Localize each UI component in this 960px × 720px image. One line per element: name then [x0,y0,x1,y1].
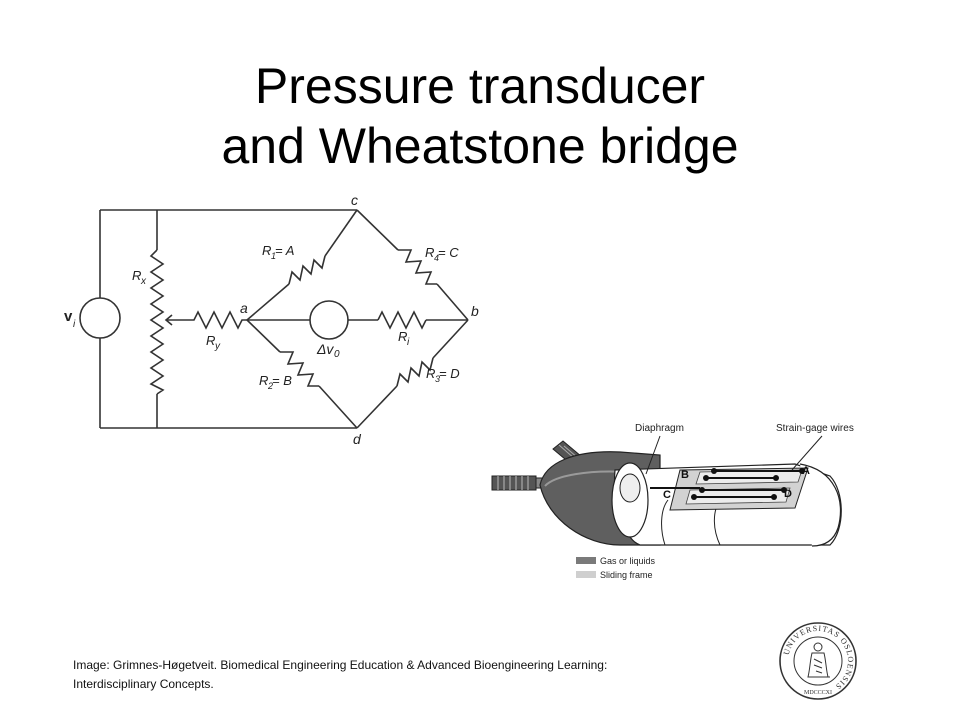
svg-text:R: R [206,333,215,348]
legend-swatch-frame [576,571,596,578]
diaphragm [619,473,641,503]
svg-text:3: 3 [435,374,440,384]
slide-title: Pressure transducer and Wheatstone bridg… [0,56,960,176]
svg-text:4: 4 [434,253,439,263]
seal-figure-icon [807,642,830,678]
ri-label: R i [398,329,410,348]
cylinder-end-cap [799,463,842,547]
legend: Gas or liquids Sliding frame [576,556,656,580]
arm-c-to-r4 [356,209,399,251]
svg-text:i: i [73,319,76,330]
svg-text:0: 0 [334,349,340,360]
r4-resistor [398,249,437,285]
svg-text:2: 2 [267,381,273,391]
title-line-1: Pressure transducer [254,57,706,114]
arm-r2-to-d [318,385,358,429]
svg-text:= D: = D [439,366,460,381]
voltmeter-circle [309,300,349,340]
r3-label: R 3 = D [426,366,460,384]
r4-label: R 4 = C [425,245,459,263]
arm-a-to-r2 [246,319,281,353]
svg-text:x: x [140,276,147,287]
r1-resistor [288,255,326,285]
gauge-a-label: A [802,465,810,477]
gauge-d-label: D [784,488,792,500]
svg-text:R: R [259,373,268,388]
svg-text:R: R [425,245,434,260]
wiper-arrow [164,314,178,326]
ry-label: R y [206,333,221,352]
title-line-2: and Wheatstone bridge [221,117,739,174]
svg-text:R: R [262,243,271,258]
svg-text:R: R [132,268,141,283]
caption-line-1: Image: Grimnes-Høgetveit. Biomedical Eng… [73,658,608,672]
svg-text:= C: = C [438,245,459,260]
svg-text:Δv: Δv [316,341,334,357]
strain-gage-wires-label: Strain-gage wires [776,423,854,434]
legend-gas-label: Gas or liquids [600,556,656,566]
rx-resistor [149,249,165,395]
arm-a-to-r1 [246,283,290,321]
r1-label: R 1 = A [262,243,294,261]
svg-text:R: R [398,329,407,344]
svg-text:R: R [426,366,435,381]
meter-label: Δv 0 [316,341,340,360]
gauge-c-label: C [663,489,671,501]
svg-text:= A: = A [275,243,294,258]
gauge-b-label: B [681,469,689,481]
node-a-label: a [240,300,248,316]
svg-text:v: v [64,308,73,325]
diaphragm-label: Diaphragm [635,423,684,434]
voltage-source-circle [79,297,121,339]
rx-label: R x [132,268,147,287]
svg-text:i: i [407,337,410,348]
r2-resistor [280,351,319,387]
strain-gage-wires [650,470,802,498]
node-c-label: c [351,192,358,208]
arm-d-to-r3 [356,385,398,429]
svg-text:1: 1 [271,251,276,261]
legend-swatch-gas [576,557,596,564]
ry-resistor [178,310,247,330]
r3-resistor [396,357,434,387]
arm-r3-to-b [432,319,469,359]
r2-label: R 2 = B [259,373,292,391]
caption-line-2: Interdisciplinary Concepts. [73,677,214,691]
svg-text:= B: = B [272,373,292,388]
legend-frame-label: Sliding frame [600,570,653,580]
ri-resistor [377,310,427,330]
svg-text:y: y [214,341,221,352]
node-b-label: b [471,303,479,319]
university-seal-logo: UNIVERSITAS OSLOENSIS MDCCCXI [779,622,857,700]
source-label: v i [64,308,76,330]
node-d-label: d [353,431,362,447]
arm-r4-to-b [436,283,469,321]
arm-r1-to-c [324,209,358,257]
seal-year: MDCCCXI [804,690,832,696]
image-caption: Image: Grimnes-Høgetveit. Biomedical Eng… [73,656,713,694]
